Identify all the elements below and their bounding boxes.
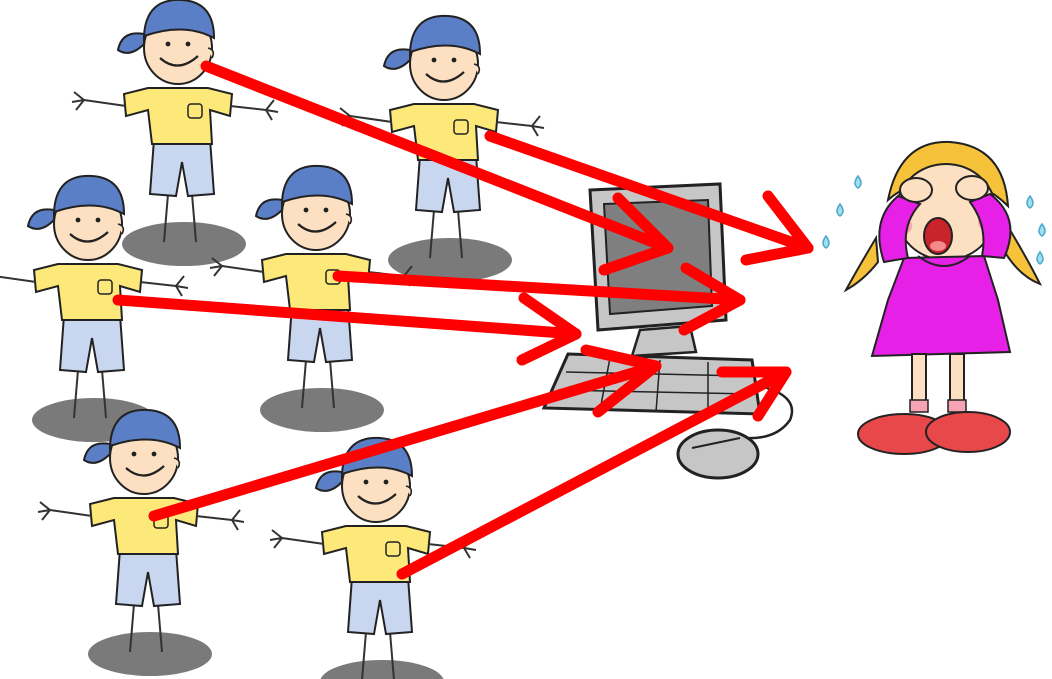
boy-icon	[208, 164, 418, 434]
boy-icon	[0, 174, 190, 444]
arrow-icon	[112, 292, 582, 366]
boy-icon	[36, 408, 246, 678]
arrow-icon	[396, 366, 792, 580]
arrow-icon	[484, 130, 814, 266]
crying-girl-icon	[822, 140, 1046, 455]
arrow-icon	[148, 344, 662, 522]
arrow-icon	[200, 60, 674, 276]
arrows-group	[112, 60, 814, 580]
arrow-icon	[332, 262, 746, 336]
